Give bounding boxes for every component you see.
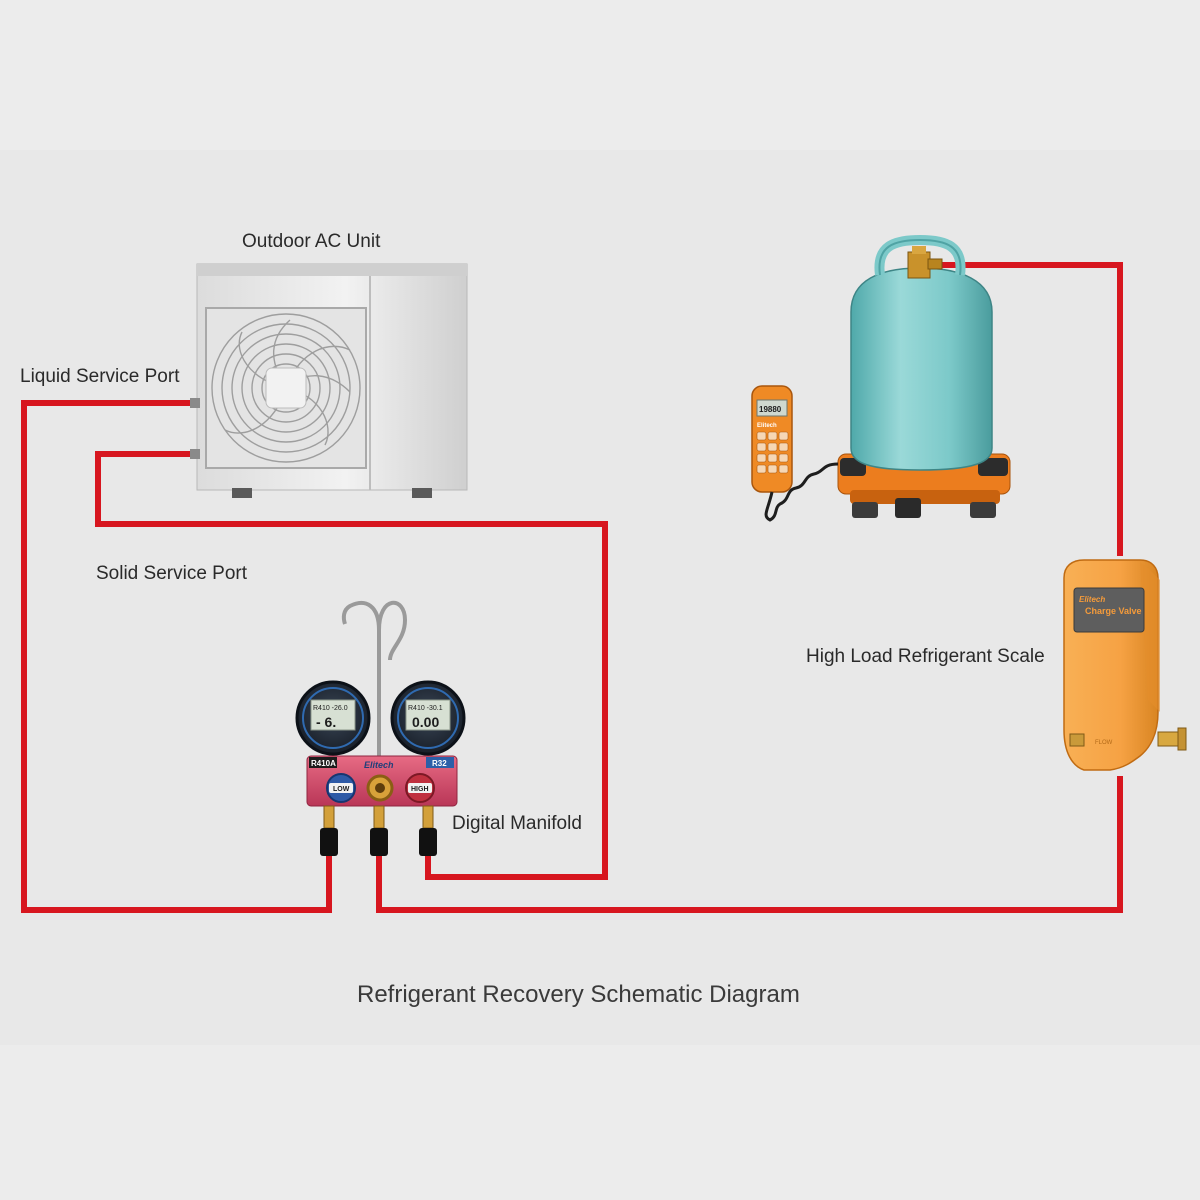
digital-manifold: R410 -26.0 - 6. R410 -30.1 0.00 R410A R3… — [295, 600, 466, 856]
high-gauge-display-top: R410 -30.1 — [408, 705, 443, 712]
hose-lines — [21, 262, 1123, 913]
scale-remote: 19880 Elitech — [751, 385, 839, 522]
remote-keypad — [756, 431, 789, 474]
low-gauge-display-value: - 6. — [316, 714, 336, 730]
label-solid-service-port: Solid Service Port — [96, 563, 248, 584]
manifold-hook — [377, 600, 408, 760]
refrigerant-scale-assembly: 19880 Elitech — [751, 234, 1011, 522]
label-outdoor-ac-unit: Outdoor AC Unit — [242, 231, 381, 252]
charge-valve: Elitech Charge Valve FLOW — [1063, 559, 1187, 771]
low-pressure-gauge: R410 -26.0 - 6. — [295, 680, 371, 756]
remote-brand: Elitech — [757, 423, 777, 429]
low-valve-label: LOW — [333, 786, 350, 793]
charge-valve-panel — [1073, 587, 1145, 633]
high-pressure-gauge: R410 -30.1 0.00 — [390, 680, 466, 756]
cylinder-valve — [907, 251, 931, 279]
charge-valve-brand: Elitech — [1079, 595, 1105, 604]
manifold-left-refrigerant: R410A — [311, 759, 336, 768]
hose-manifold-center-to-valve — [376, 776, 1123, 913]
label-liquid-service-port: Liquid Service Port — [20, 366, 180, 387]
refrigerant-cylinder — [850, 234, 993, 471]
hose-solid-port-to-manifold-high — [95, 451, 608, 880]
hose-liquid-port-to-manifold-low — [21, 400, 332, 913]
low-gauge-display-top: R410 -26.0 — [313, 705, 348, 712]
diagram-caption: Refrigerant Recovery Schematic Diagram — [357, 981, 800, 1008]
label-digital-manifold: Digital Manifold — [452, 813, 582, 834]
remote-coiled-cable — [764, 462, 839, 522]
manifold-fittings — [320, 805, 437, 856]
hose-valve-to-cylinder — [940, 262, 1123, 556]
high-gauge-display-value: 0.00 — [412, 714, 439, 730]
remote-display: 19880 — [759, 405, 782, 414]
label-refrigerant-scale: High Load Refrigerant Scale — [806, 646, 1045, 667]
outdoor-ac-unit — [190, 263, 468, 498]
manifold-right-refrigerant: R32 — [432, 759, 447, 768]
manifold-brand: Elitech — [364, 760, 394, 770]
charge-valve-name: Charge Valve — [1085, 606, 1142, 616]
high-valve-label: HIGH — [411, 786, 429, 793]
charge-valve-flow-label: FLOW — [1095, 740, 1113, 746]
